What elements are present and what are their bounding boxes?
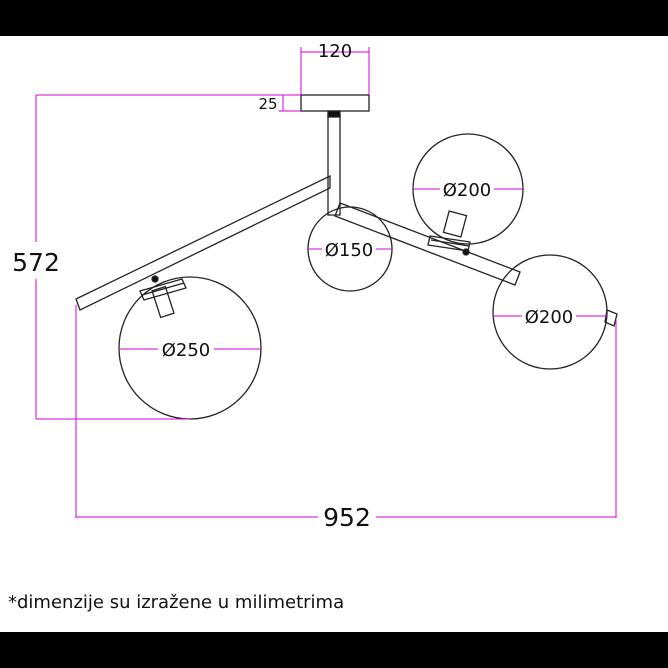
total-height-label: 572 [12,248,60,277]
units-footnote: *dimenzije su izražene u milimetrima [8,592,345,613]
stem-joint [327,110,341,118]
right-arm [334,202,521,286]
globe-holder-left [139,275,187,319]
globe-center-diameter-label: Ø150 [325,240,374,261]
canopy-height-label: 25 [258,95,277,113]
dim-globe-diameters [120,188,607,350]
bottom-frame-bar [0,632,668,668]
canopy-width-label: 120 [318,41,352,62]
total-width-label: 952 [323,503,371,532]
globe-upper-right-diameter-label: Ø200 [443,180,492,201]
top-frame-bar [0,0,668,36]
globe-holder-upper-right [427,210,471,256]
ceiling-canopy [300,94,370,112]
globe-left-diameter-label: Ø250 [162,340,211,361]
left-arm [75,174,331,311]
dim-total-width [75,305,617,518]
right-arm-end-cap [604,309,618,327]
vertical-stem [327,114,341,216]
globe-right-diameter-label: Ø200 [525,307,574,328]
dim-total-height [35,94,301,420]
dim-canopy-height [279,94,301,112]
dim-canopy-width [300,47,370,95]
